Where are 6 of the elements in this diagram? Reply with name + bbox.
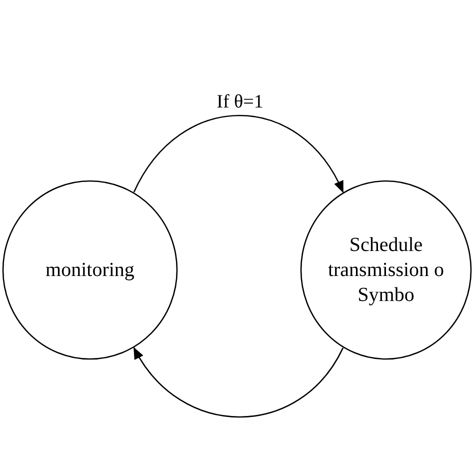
arrow xyxy=(133,347,344,418)
arrow xyxy=(133,114,344,193)
state-label: Schedule transmission o Symbo xyxy=(326,232,446,308)
state-ellipse xyxy=(300,180,472,360)
state-label: monitoring xyxy=(46,258,134,282)
state-ellipse xyxy=(2,180,178,360)
